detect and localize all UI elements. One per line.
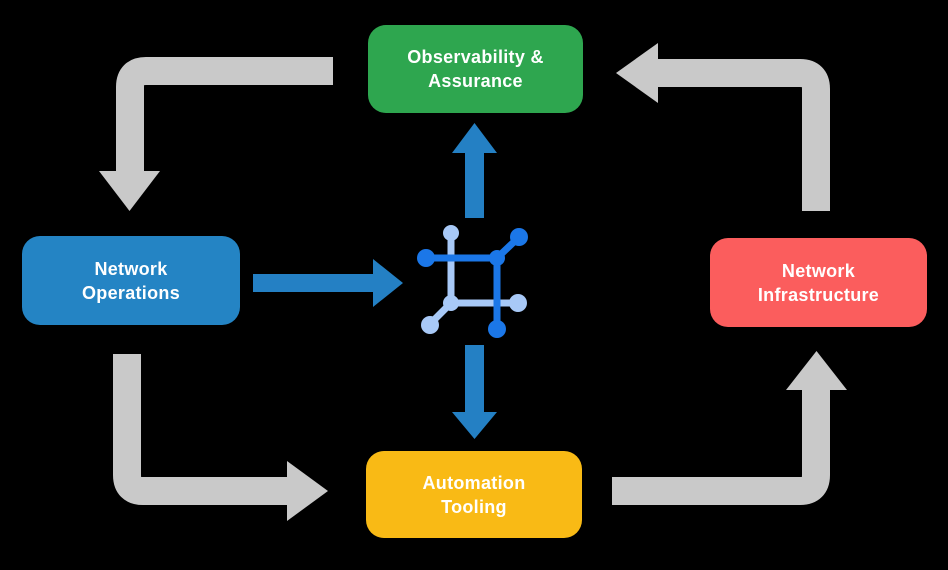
node-observability-assurance: Observability & Assurance <box>368 25 583 113</box>
node-automation-tooling-label: Automation Tooling <box>422 472 526 517</box>
node-observability-assurance-label: Observability & Assurance <box>407 47 544 91</box>
network-icon-light-part <box>421 225 527 334</box>
network-icon-dark-part <box>417 228 528 338</box>
node-network-infrastructure: Network Infrastructure <box>710 238 927 327</box>
node-network-operations: Network Operations <box>22 236 240 325</box>
node-network-infrastructure-label: Network Infrastructure <box>757 260 880 305</box>
arrow-operations-to-platform <box>253 259 403 307</box>
arrow-platform-to-automation <box>452 345 497 439</box>
arrow-automation-to-infrastructure <box>612 351 847 505</box>
arrow-operations-to-automation <box>113 354 328 521</box>
arrow-platform-to-observability <box>452 123 497 218</box>
node-automation-tooling: Automation Tooling <box>366 451 582 538</box>
node-network-operations-label: Network Operations <box>81 258 181 303</box>
arrow-infrastructure-to-observability <box>616 43 830 211</box>
arrow-observability-to-operations <box>99 57 333 211</box>
network-platform-icon <box>417 225 528 338</box>
